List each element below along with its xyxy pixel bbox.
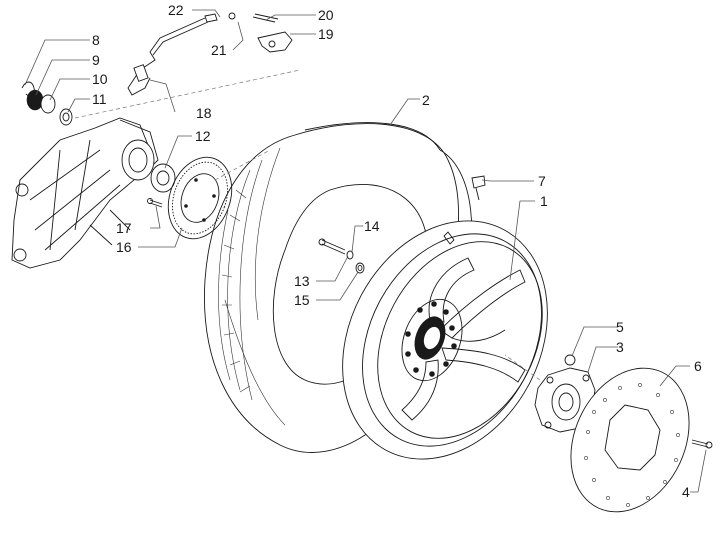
- callout-6: 6: [694, 358, 702, 374]
- callouts: 1 2 3 4 5 6 7 8 9 10 11 12 13 14 15 16 1…: [92, 2, 702, 500]
- assembly-axis-3: [504, 354, 541, 381]
- callout-21: 21: [211, 42, 227, 58]
- brake-disc: [570, 367, 690, 513]
- callout-19: 19: [318, 26, 334, 42]
- callout-20: 20: [318, 7, 334, 23]
- callout-17: 17: [116, 220, 132, 236]
- callout-8: 8: [92, 32, 100, 48]
- wheel-rim: [342, 220, 548, 460]
- tire: [204, 122, 473, 453]
- callout-18: 18: [196, 105, 212, 121]
- disc-carrier: [534, 367, 596, 433]
- callout-12: 12: [195, 128, 211, 144]
- swingarm-casting: [11, 117, 159, 269]
- callout-22: 22: [168, 2, 184, 18]
- valve-7: [471, 175, 486, 201]
- callout-3: 3: [616, 339, 624, 355]
- callout-5: 5: [616, 319, 624, 335]
- callout-15: 15: [294, 292, 310, 308]
- callout-13: 13: [294, 273, 310, 289]
- callout-4: 4: [682, 484, 690, 500]
- callout-14: 14: [364, 218, 380, 234]
- callout-2: 2: [422, 92, 430, 108]
- abs-tone-ring: [167, 156, 233, 240]
- assembly-axis: [74, 69, 301, 119]
- callout-11: 11: [92, 91, 107, 107]
- spacer-bushing: [150, 163, 176, 193]
- assembly-axis-2: [214, 149, 271, 181]
- callout-10: 10: [92, 71, 108, 87]
- callout-7: 7: [538, 173, 546, 189]
- nut-5: [564, 354, 576, 366]
- callout-1: 1: [540, 193, 548, 209]
- bearing-stack: [21, 81, 73, 126]
- leader-lines: [24, 9, 707, 493]
- bolt-17: [147, 198, 163, 208]
- screw-4: [691, 439, 713, 449]
- callout-9: 9: [92, 52, 100, 68]
- bolt-13-washers: [318, 238, 365, 274]
- abs-sensor-cable: [127, 13, 218, 96]
- callout-16: 16: [116, 239, 132, 255]
- sensor-bracket: [228, 12, 293, 53]
